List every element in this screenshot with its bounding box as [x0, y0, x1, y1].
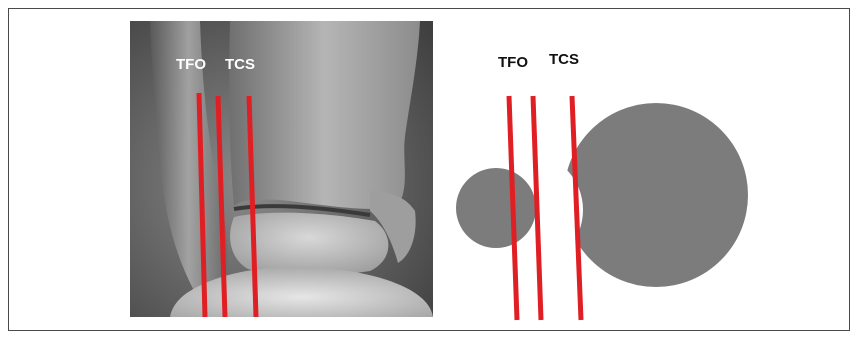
schematic-panel: TFO TCS: [450, 40, 760, 325]
schematic-tcs-label: TCS: [549, 51, 579, 68]
tibia-bone: [229, 21, 420, 209]
schematic-tfo-label: TFO: [498, 54, 528, 71]
fibula-circle: [456, 168, 536, 248]
xray-tcs-label: TCS: [225, 56, 255, 73]
xray-tfo-label: TFO: [176, 56, 206, 73]
xray-image-panel: TFO TCS: [130, 21, 433, 317]
talus-circle: [564, 103, 748, 287]
